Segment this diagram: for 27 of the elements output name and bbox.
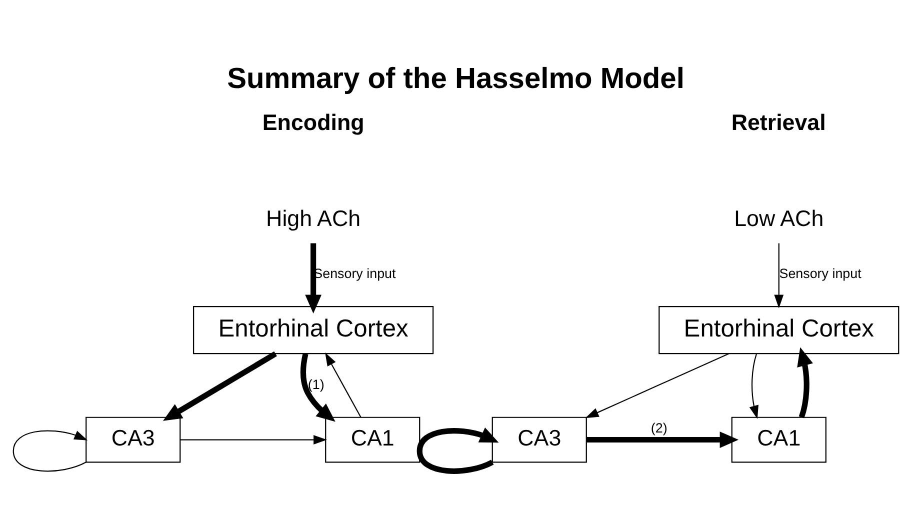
arrow xyxy=(325,352,362,418)
arrow xyxy=(416,426,499,474)
node-box: CA1 xyxy=(325,416,420,462)
node-box: CA3 xyxy=(86,416,181,462)
arrow xyxy=(749,353,758,418)
diagram-title: Summary of the Hasselmo Model xyxy=(227,62,684,95)
edge-label: Sensory input xyxy=(314,266,396,281)
edge-label: (1) xyxy=(308,376,324,392)
arrow xyxy=(300,352,336,422)
arrow xyxy=(797,346,813,418)
label: Encoding xyxy=(262,109,364,134)
edge-label: (2) xyxy=(650,420,668,436)
node-text: High ACh xyxy=(266,205,361,230)
arrow xyxy=(774,242,784,308)
arrow xyxy=(180,434,327,444)
node-box: CA3 xyxy=(492,416,587,462)
arrow xyxy=(12,430,88,472)
node-box: Entorhinal Cortex xyxy=(658,306,900,354)
arrow xyxy=(305,242,322,313)
node-box: CA1 xyxy=(731,416,826,462)
arrow xyxy=(586,431,739,448)
node-text: Low ACh xyxy=(734,205,824,230)
arrow xyxy=(163,350,277,420)
label: Retrieval xyxy=(731,109,826,134)
edge-label: Sensory input xyxy=(779,266,862,281)
arrow xyxy=(585,352,730,418)
node-box: Entorhinal Cortex xyxy=(193,306,434,354)
